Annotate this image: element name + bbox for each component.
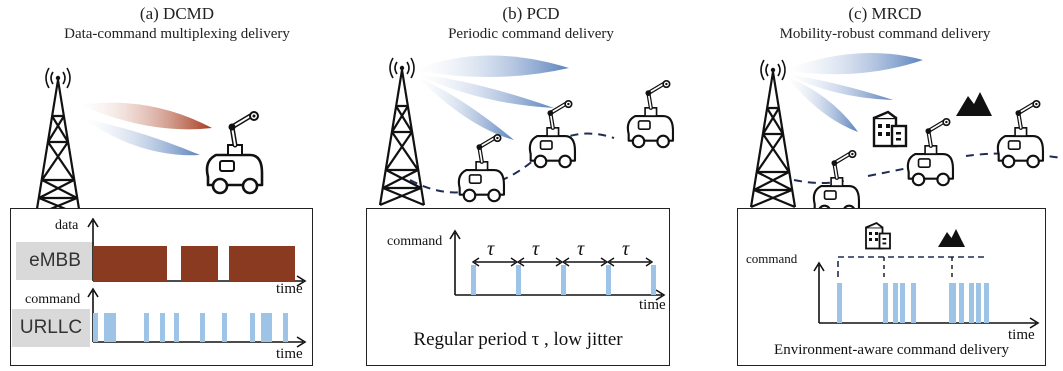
building-icon — [872, 110, 908, 148]
command-bar — [976, 283, 981, 323]
beam — [784, 52, 923, 75]
mountain-icon — [938, 229, 965, 247]
environment-chart: command time Environment-aware command d… — [737, 208, 1046, 366]
chart-caption: Regular period τ , low jitter — [413, 329, 623, 350]
panel-mrcd: (c) MRCD Mobility-robust command deliver… — [708, 0, 1062, 371]
scene-illustration — [34, 66, 354, 210]
panel-subtitle: Mobility-robust command delivery — [779, 26, 991, 42]
beam — [416, 76, 514, 140]
robot-vehicle-icon — [530, 101, 575, 167]
panel-title: (c) MRCD — [848, 4, 922, 23]
mountain-icon — [956, 92, 992, 116]
panel-title: (a) DCMD — [139, 4, 215, 23]
robot-vehicle-icon — [908, 119, 953, 185]
command-bar — [959, 283, 964, 323]
urllc-bar — [174, 313, 179, 342]
chart-canvas: data time command — [25, 217, 307, 362]
urllc-bar — [222, 313, 227, 342]
command-bars — [471, 265, 656, 295]
embb-bars — [93, 246, 295, 281]
radio-tower-icon — [34, 66, 82, 210]
scene-illustration — [378, 55, 708, 207]
tau-label: τ — [622, 238, 630, 260]
embb-label: eMBB — [16, 242, 94, 280]
command-bar — [949, 283, 956, 323]
environment-line — [837, 256, 988, 277]
embb-bar — [229, 246, 295, 281]
environment-marker — [883, 257, 953, 279]
command-bar — [651, 265, 656, 295]
panel-pcd: (b) PCD Periodic command delivery comman… — [354, 0, 708, 371]
time-label: time — [276, 281, 303, 297]
time-label: time — [1008, 327, 1035, 343]
command-axis-label: command — [387, 234, 442, 249]
command-bar — [911, 283, 916, 323]
urllc-bar — [250, 313, 255, 342]
chart-canvas: command τ τ τ τ time — [387, 229, 666, 313]
urllc-bar — [144, 313, 149, 342]
robot-vehicle-icon — [459, 135, 504, 201]
beam — [414, 55, 569, 78]
embb-bar — [93, 246, 167, 281]
robot-vehicle-icon — [628, 81, 673, 147]
urllc-label: URLLC — [12, 309, 90, 347]
command-bar — [606, 265, 611, 295]
beam-urllc — [82, 118, 200, 156]
beam-embb — [80, 102, 212, 130]
chart-caption: Environment-aware command delivery — [774, 342, 1009, 358]
command-bar — [883, 283, 888, 323]
command-bar — [561, 265, 566, 295]
urllc-bar — [283, 313, 288, 342]
building-icon — [865, 222, 891, 250]
command-bar — [837, 283, 842, 323]
urllc-bar — [104, 313, 116, 342]
urllc-bar — [93, 313, 98, 342]
beam — [786, 74, 893, 100]
beam — [416, 74, 554, 108]
beam — [786, 76, 858, 132]
scene-illustration — [749, 52, 1062, 210]
command-axis-label: command — [746, 251, 798, 266]
urllc-bar — [200, 313, 205, 342]
panel-dcmd: (a) DCMD Data-command multiplexing deliv… — [0, 0, 354, 371]
data-axis-label: data — [55, 218, 79, 233]
chart-canvas: command time — [746, 222, 1040, 343]
periodic-chart: command τ τ τ τ time Regular period τ — [366, 208, 670, 366]
urllc-bar — [261, 313, 272, 342]
command-bar — [900, 283, 905, 323]
command-bar — [984, 283, 989, 323]
command-bar — [893, 283, 898, 323]
embb-bar — [181, 246, 218, 281]
command-bars — [837, 283, 989, 323]
urllc-bar — [160, 313, 165, 342]
radio-tower-icon — [749, 58, 797, 209]
robot-vehicle-icon — [207, 112, 262, 193]
tau-label: τ — [487, 238, 495, 260]
time-label: time — [639, 297, 666, 313]
robot-vehicle-icon — [814, 151, 859, 210]
command-axis-label: command — [25, 292, 80, 307]
panel-title: (b) PCD — [502, 4, 560, 23]
time-label: time — [276, 346, 303, 362]
panel-subtitle: Data-command multiplexing delivery — [64, 26, 290, 42]
period-arrows — [471, 257, 654, 267]
multiplexing-chart: eMBB URLLC data time command — [10, 208, 313, 366]
command-bar — [471, 265, 476, 295]
tau-label: τ — [532, 238, 540, 260]
urllc-bars — [93, 313, 288, 342]
robot-vehicle-icon — [998, 101, 1043, 167]
panel-subtitle: Periodic command delivery — [448, 26, 614, 42]
command-bar — [516, 265, 521, 295]
tau-label: τ — [577, 238, 585, 260]
command-bar — [969, 283, 974, 323]
